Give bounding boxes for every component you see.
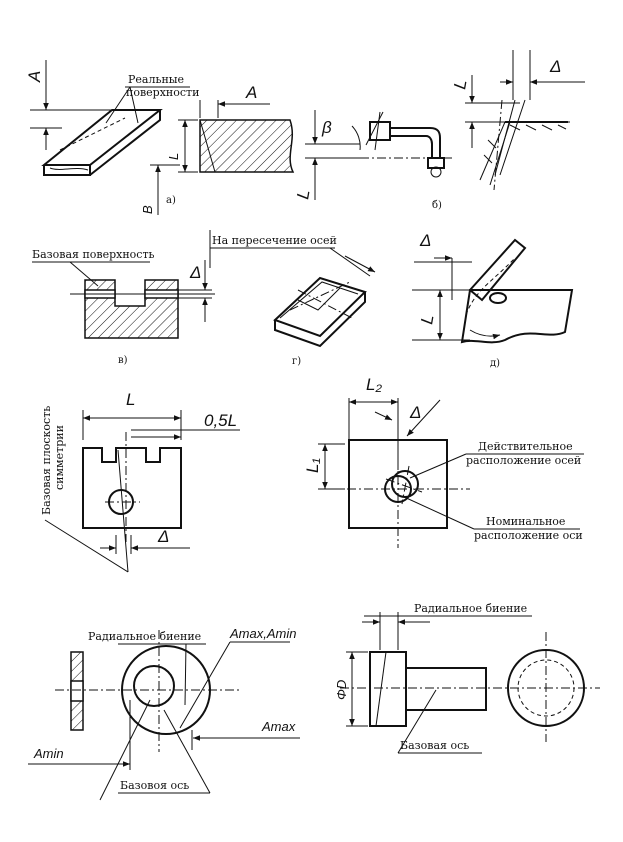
figure-countersink: L Δ [450, 50, 585, 191]
figure-a: A B Реальные поверхности A L а) [25, 60, 295, 215]
label-actual-pos-1: Действительное [478, 440, 573, 453]
label-radial-runout-left: Радиальное биение [88, 630, 201, 643]
caption-a: а) [166, 195, 176, 206]
label-base-axis-left: Базовоя ось [120, 779, 189, 792]
label-sym-plane-1: Базовая плоскость [40, 406, 53, 515]
label-actual-pos-2: расположение осей [466, 454, 581, 467]
dim-L1: L₁ [303, 458, 322, 473]
label-base-surface: Базовая поверхность [32, 248, 155, 261]
label-nominal-pos-1: Номинальное [486, 515, 565, 528]
dim-delta-d: Δ [419, 231, 431, 250]
dim-half-L: 0,5L [204, 411, 237, 430]
label-radial-runout-right: Радиальное биение [414, 602, 527, 615]
dim-delta-pos: Δ [409, 403, 421, 422]
label-real-surfaces-1: Реальные [128, 73, 184, 86]
dim-beta: β [321, 118, 332, 137]
caption-v: в) [118, 355, 128, 366]
dim-delta-v: Δ [189, 263, 201, 282]
dim-amin: Amin [33, 746, 64, 761]
figure-runout-left: Радиальное биение Amax,Amin Amax Amin Ба… [28, 626, 300, 801]
label-real-surfaces-2: поверхности [126, 86, 199, 99]
figure-d: Δ L д) [412, 231, 574, 369]
caption-d: д) [490, 358, 500, 369]
label-axes-intersection: На пересечение осей [212, 234, 337, 247]
figure-position: L₂ Δ L₁ Действительное расположение осей… [303, 375, 584, 548]
dim-delta-sym: Δ [157, 527, 169, 546]
caption-b: б) [432, 200, 442, 211]
dim-L-sym: L [126, 390, 135, 409]
dim-L-d: L [417, 313, 437, 326]
figure-symmetry: Базовая плоскость симметрии L 0,5L Δ [40, 390, 240, 573]
label-sym-plane-2: симметрии [53, 425, 66, 490]
dim-B: B [140, 205, 155, 214]
dim-phiD: ΦD [334, 680, 349, 700]
dim-A-left: A [25, 71, 44, 83]
figure-v: Базовая поверхность Δ в) [32, 248, 215, 366]
dim-amax: Amax [261, 719, 296, 734]
dim-L-countersink: L [450, 78, 470, 91]
figure-b: L β б) [293, 110, 452, 211]
dim-amax-amin: Amax,Amin [229, 626, 296, 641]
figure-runout-right: Радиальное биение ΦD Базовая ось [334, 602, 600, 754]
label-nominal-pos-2: расположение оси [474, 529, 583, 542]
dim-A-section: A [245, 83, 257, 102]
label-base-axis-right: Базовая ось [400, 739, 469, 752]
dim-delta-countersink: Δ [549, 57, 561, 76]
figure-g: На пересечение осей г) [209, 230, 376, 367]
dim-L-section: L [166, 153, 181, 160]
dim-L2: L₂ [366, 375, 382, 394]
caption-g: г) [292, 356, 301, 367]
dim-L-b: L [293, 188, 313, 201]
